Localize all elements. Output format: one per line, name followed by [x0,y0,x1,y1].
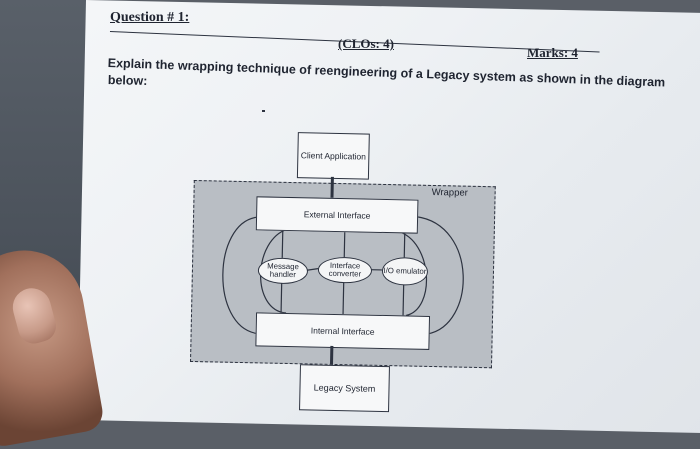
client-to-external-link [330,177,333,198]
client-application-box: Client Application [297,132,370,179]
photo-scene: Question # 1: (CLOs: 4) Marks: 4 Explain… [0,0,700,403]
stray-mark [262,110,265,112]
question-prompt-line-2: below: [108,73,148,88]
legacy-system-box: Legacy System [299,364,390,412]
wrapper-label: Wrapper [432,187,468,199]
internal-interface-box: Internal Interface [255,312,430,350]
question-title: Question # 1: [110,10,189,26]
marks-label: Marks: 4 [527,45,578,61]
external-interface-box: External Interface [256,196,419,233]
clos-label: (CLOs: 4) [338,36,394,52]
wrapping-diagram: Wrapper Client Application External Inte… [189,124,505,410]
internal-to-legacy-link [330,346,333,365]
